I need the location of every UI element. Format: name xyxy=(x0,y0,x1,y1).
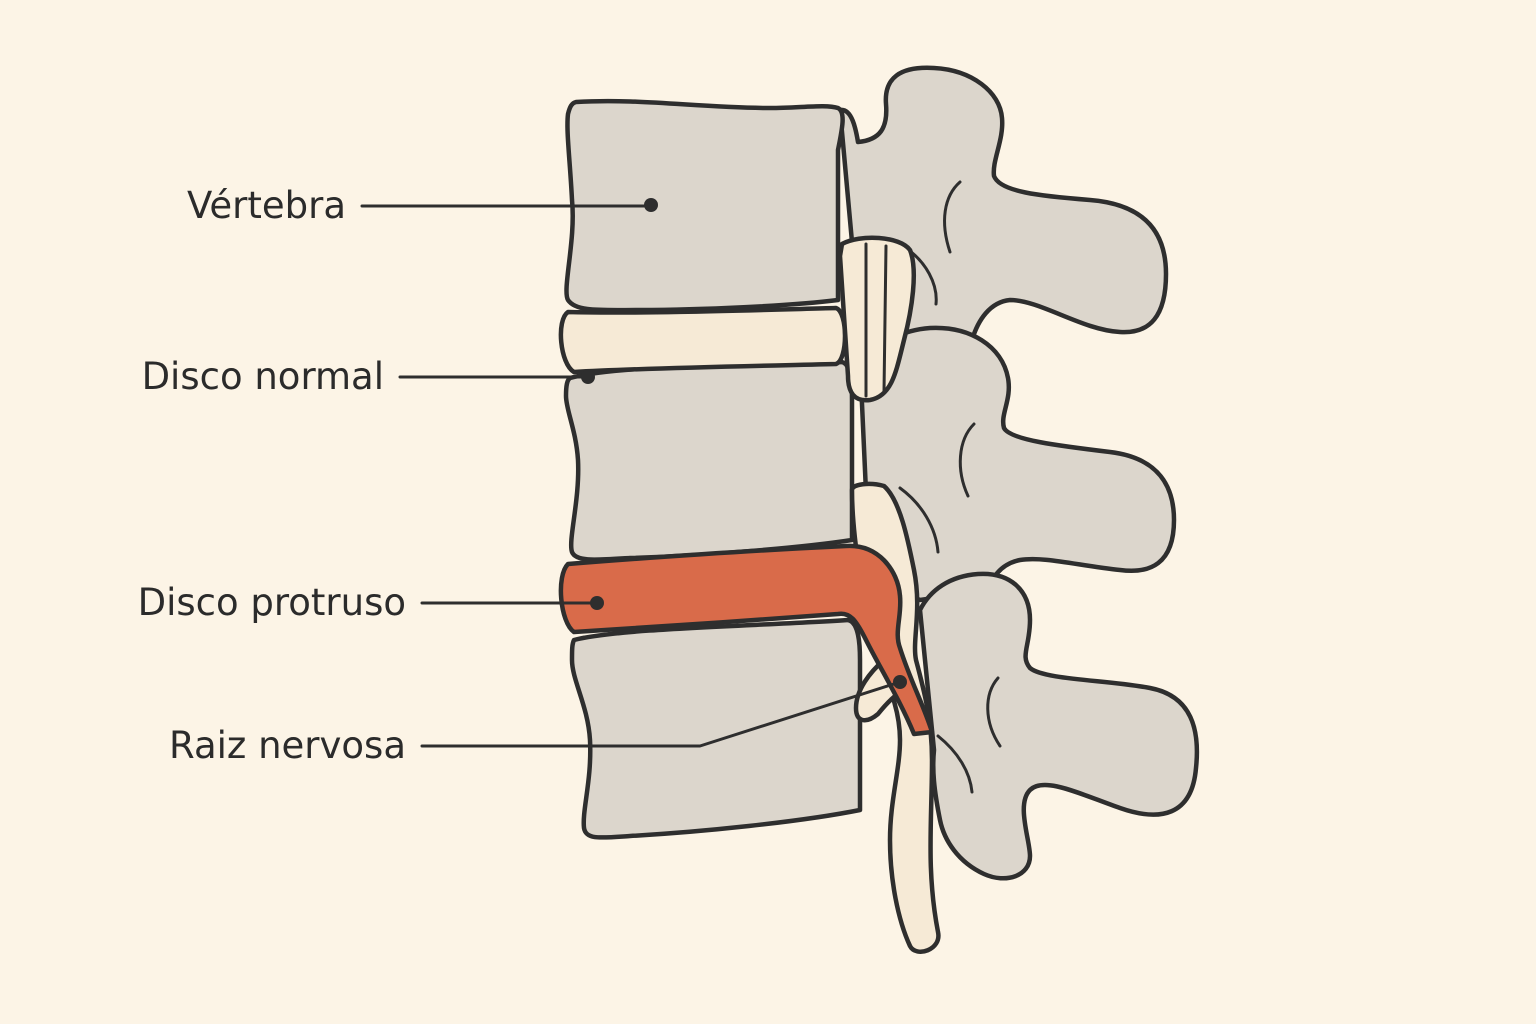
lower-posterior-element xyxy=(917,571,1200,881)
upper-facet-joint xyxy=(837,235,916,403)
nerve-root-label: Raiz nervosa xyxy=(169,724,406,767)
normal-intervertebral-disc xyxy=(558,305,848,375)
vertebra-pointer-dot xyxy=(644,198,658,212)
upper-facet-curve xyxy=(943,180,962,254)
middle-pedicle-curve xyxy=(898,486,940,554)
protruded-disc-pointer-dot xyxy=(590,596,604,610)
nerve-root-leader-line xyxy=(420,680,902,748)
protruded-intervertebral-disc xyxy=(558,543,935,737)
upper-vertebral-body xyxy=(564,98,845,313)
middle-posterior-element xyxy=(857,325,1177,603)
middle-vertebral-body xyxy=(563,359,855,562)
nerve-root-pointer-dot xyxy=(893,675,907,689)
protruded-disc-label: Disco protruso xyxy=(138,581,406,624)
middle-facet-curve xyxy=(958,422,976,498)
upper-posterior-element xyxy=(837,65,1169,353)
normal-disc-pointer-dot xyxy=(581,370,595,384)
lower-facet-curve xyxy=(986,676,1002,748)
lower-pedicle-curve xyxy=(936,734,974,794)
vertebra-label: Vértebra xyxy=(187,184,346,227)
normal-disc-label: Disco normal xyxy=(142,355,384,398)
lower-vertebral-body xyxy=(569,617,863,840)
upper-facet-joint-line-2 xyxy=(882,244,888,394)
